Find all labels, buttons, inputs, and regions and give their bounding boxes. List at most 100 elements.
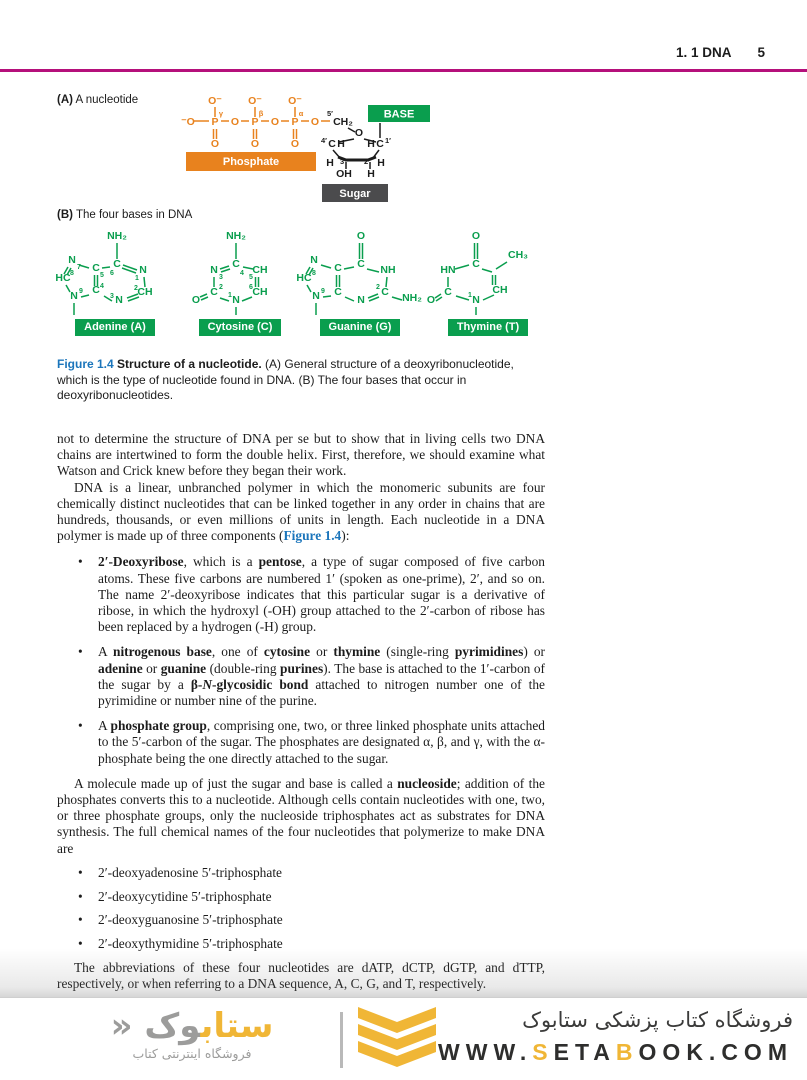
thymine-label: Thymine (T) xyxy=(447,319,529,336)
svg-text:9: 9 xyxy=(79,288,83,295)
svg-text:1′: 1′ xyxy=(385,136,391,145)
svg-text:P: P xyxy=(291,116,298,128)
svg-text:CH: CH xyxy=(492,284,507,296)
svg-text:O: O xyxy=(192,294,200,306)
svg-text:HC: HC xyxy=(55,272,71,284)
svg-text:C: C xyxy=(232,258,240,270)
svg-text:N: N xyxy=(472,294,480,306)
svg-text:N: N xyxy=(115,294,123,306)
svg-text:C: C xyxy=(472,258,480,270)
list-item: • 2′-deoxyguanosine 5′-triphosphate xyxy=(57,912,545,928)
svg-text:4′: 4′ xyxy=(321,136,327,145)
svg-text:8: 8 xyxy=(312,270,316,277)
svg-text:O: O xyxy=(355,127,363,139)
svg-text:NH₂: NH₂ xyxy=(107,230,127,242)
svg-text:N: N xyxy=(312,290,320,302)
svg-text:8: 8 xyxy=(70,270,74,277)
footer: ستابوک « فروشگاه اینترنتی کتاب فروشگاه ک… xyxy=(0,1002,807,1080)
svg-text:C: C xyxy=(210,286,218,298)
svg-text:O⁻: O⁻ xyxy=(248,95,262,107)
svg-text:O: O xyxy=(231,116,239,128)
svg-text:CH: CH xyxy=(137,286,152,298)
svg-text:O: O xyxy=(311,116,319,128)
bullet-list-nucleotides: • 2′-deoxyadenosine 5′-triphosphate • 2′… xyxy=(57,865,545,952)
bullet-list-components: • 2′-Deoxyribose, which is a pentose, a … xyxy=(57,554,545,766)
svg-text:CH₂: CH₂ xyxy=(333,116,353,128)
svg-text:⁻O: ⁻O xyxy=(181,116,195,128)
svg-text:O: O xyxy=(427,294,435,306)
svg-text:Sugar: Sugar xyxy=(339,188,371,200)
svg-text:CH: CH xyxy=(252,286,267,298)
svg-text:5: 5 xyxy=(249,274,253,281)
guanine-label: Guanine (G) xyxy=(319,319,401,336)
svg-text:9: 9 xyxy=(321,288,325,295)
bullet-marker: • xyxy=(78,888,83,904)
svg-text:1: 1 xyxy=(468,292,472,299)
svg-text:N: N xyxy=(68,254,76,266)
svg-text:C: C xyxy=(376,138,384,150)
bullet-marker: • xyxy=(78,718,83,734)
bullet-marker: • xyxy=(78,864,83,880)
setabook-wordmark: ستابوک « xyxy=(110,1006,274,1046)
svg-text:γ: γ xyxy=(219,109,224,118)
svg-text:C: C xyxy=(334,286,342,298)
footer-right: فروشگاه کتاب پزشکی ستابوک WWW.SETABOOK.C… xyxy=(438,1006,793,1066)
svg-text:α: α xyxy=(299,109,304,118)
svg-text:O: O xyxy=(472,230,480,242)
svg-text:H: H xyxy=(337,138,345,150)
paragraph: The abbreviations of these four nucleoti… xyxy=(57,959,545,991)
svg-text:Phosphate: Phosphate xyxy=(223,156,279,168)
svg-text:C: C xyxy=(92,262,100,274)
svg-text:CH: CH xyxy=(252,264,267,276)
svg-text:H: H xyxy=(367,168,375,180)
svg-text:NH: NH xyxy=(380,264,395,276)
svg-text:C: C xyxy=(92,284,100,296)
bullet-marker: • xyxy=(78,935,83,951)
svg-text:H: H xyxy=(326,157,334,169)
list-item: • A phosphate group, comprising one, two… xyxy=(57,718,545,767)
setabook-logo: ستابوک « فروشگاه اینترنتی کتاب xyxy=(52,1008,332,1061)
setabook-tagline: فروشگاه اینترنتی کتاب xyxy=(132,1046,252,1061)
svg-text:2: 2 xyxy=(219,284,223,291)
store-title-farsi: فروشگاه کتاب پزشکی ستابوک xyxy=(522,1008,793,1032)
page-number: 5 xyxy=(757,45,765,60)
svg-text:O: O xyxy=(271,116,279,128)
svg-text:O: O xyxy=(357,230,365,242)
svg-text:C: C xyxy=(113,258,121,270)
svg-text:1: 1 xyxy=(228,292,232,299)
svg-text:N: N xyxy=(232,294,240,306)
svg-text:β: β xyxy=(259,109,264,118)
svg-text:NH₂: NH₂ xyxy=(226,230,246,242)
svg-text:N: N xyxy=(139,264,147,276)
svg-text:5′: 5′ xyxy=(327,109,333,118)
setabook-chevron-icon xyxy=(356,1007,438,1076)
header-rule xyxy=(0,69,807,72)
bullet-marker: • xyxy=(78,912,83,928)
bullet-marker: • xyxy=(78,644,83,660)
website-url: WWW.SETABOOK.COM xyxy=(438,1039,793,1065)
svg-text:NH₂: NH₂ xyxy=(402,292,422,304)
svg-text:3: 3 xyxy=(110,293,114,300)
svg-text:P: P xyxy=(251,116,258,128)
svg-text:3′: 3′ xyxy=(340,157,346,166)
logo-divider xyxy=(340,1012,343,1068)
paragraph: not to determine the structure of DNA pe… xyxy=(57,431,545,479)
svg-text:HC: HC xyxy=(296,272,312,284)
svg-text:O⁻: O⁻ xyxy=(208,95,222,107)
svg-text:2′: 2′ xyxy=(364,157,370,166)
svg-text:6: 6 xyxy=(110,270,114,277)
figure-caption: Figure 1.4 Structure of a nucleotide. (A… xyxy=(57,357,514,403)
svg-text:O: O xyxy=(291,138,299,150)
svg-text:6: 6 xyxy=(249,284,253,291)
svg-text:N: N xyxy=(210,264,218,276)
list-item: • A nitrogenous base, one of cytosine or… xyxy=(57,644,545,709)
